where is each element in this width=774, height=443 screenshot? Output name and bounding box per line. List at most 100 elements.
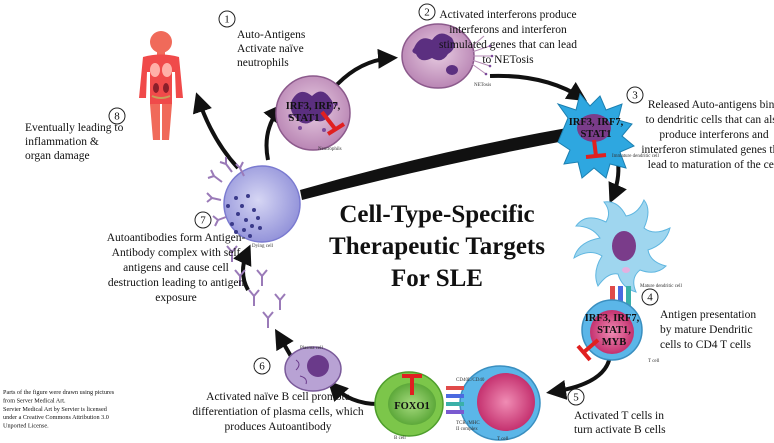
- cd4-t-cell-top: [581, 299, 643, 361]
- tcell-inhibitor-icon: [576, 338, 600, 362]
- credit-line: Servier Medical Art by Servier is licens…: [3, 406, 108, 413]
- step-number: 8: [114, 111, 120, 123]
- step-description-line: to NETosis: [482, 54, 534, 66]
- step-description-line: Antigen presentation: [660, 309, 756, 321]
- dendritic-target-line-2: STAT1: [580, 129, 611, 140]
- arrow-plasma-to-antibodies: [274, 328, 294, 360]
- antigen-dot: [230, 222, 234, 226]
- antigen-dot: [234, 230, 238, 234]
- antigen-dot: [256, 216, 260, 220]
- antigen-dot: [234, 196, 238, 200]
- neutrophil-inhibitor-icon: [320, 110, 346, 136]
- human-body-icon: [139, 31, 183, 140]
- tcell-top-label: T cell: [648, 359, 660, 364]
- step-description-line: Autoantibodies form Antigen-: [107, 232, 246, 244]
- step-description-line: inflammation &: [25, 136, 99, 148]
- step-description-line: produces Autoantibody: [225, 421, 332, 433]
- immature-dc-label: Immature dendritic cell: [612, 154, 660, 159]
- step-description-line: stimulated genes that can lead: [439, 39, 577, 51]
- antigen-dot: [248, 234, 252, 238]
- step-description-line: interferon stimulated genes that: [641, 144, 774, 156]
- tcr-label-2: II complex: [456, 427, 478, 432]
- step-number-badge: [626, 86, 644, 104]
- plasma-label: Plasma cell: [300, 346, 324, 351]
- immature-dendritic-cell: [556, 92, 635, 179]
- dendritic-target-line-1: IRF3, IRF7,: [569, 117, 624, 128]
- antigen-dot: [226, 204, 230, 208]
- step-description-line: interferons and interferon: [449, 24, 567, 36]
- antigen-dot: [250, 224, 254, 228]
- dying-cell-label: Dying cell: [252, 244, 274, 249]
- step-description-line: lead to maturation of the cell: [648, 159, 774, 171]
- antigen-dot: [244, 218, 248, 222]
- tcr-label: TCR /MHC: [456, 421, 480, 426]
- pathway-arrows: [192, 48, 627, 406]
- step-number: 1: [224, 14, 230, 26]
- tcr-cd40-interface: [446, 386, 464, 414]
- step-description-line: Eventually leading to: [25, 122, 124, 134]
- step-number-badge: [194, 211, 212, 229]
- antigen-dot: [242, 228, 246, 232]
- mhc-receptor-complex: [610, 286, 631, 308]
- step-number: 7: [200, 215, 206, 227]
- step-description-line: Activate naïve: [237, 43, 304, 55]
- antigen-dot: [258, 226, 262, 230]
- step-number: 5: [573, 392, 579, 404]
- title-line-2: Therapeutic Targets: [329, 233, 545, 260]
- antigen-dot: [246, 194, 250, 198]
- t-cell-bottom: [459, 365, 541, 441]
- step-description-line: cells to CD4 T cells: [660, 339, 751, 351]
- neutrophil-label: Neutrophils: [318, 147, 342, 152]
- step-description-line: Activated naïve B cell promote: [206, 391, 350, 403]
- tcell-target-line-1: IRF3, IRF7,: [585, 313, 640, 324]
- credit-line: Unported License.: [3, 423, 49, 430]
- step-description-line: antigens and cause cell: [123, 262, 229, 274]
- step-description-line: turn activate B cells: [574, 424, 666, 436]
- step-description-line: produce interferons and: [659, 129, 768, 141]
- step-number: 2: [424, 7, 430, 19]
- step-number: 4: [647, 292, 653, 304]
- step-description-line: organ damage: [25, 150, 90, 162]
- step-description-line: differentiation of plasma cells, which: [192, 406, 364, 418]
- title-line-1: Cell-Type-Specific: [339, 201, 534, 228]
- image-credit: Parts of the figure were drawn using pic…: [3, 389, 115, 430]
- step-description-line: Activated interferons produce: [439, 9, 576, 21]
- arrow-neutrophil-to-netosis: [330, 48, 398, 92]
- tcell-bottom-label: T cell: [497, 437, 509, 442]
- neutrophil-target-line-2: STAT1: [288, 113, 319, 124]
- step-description-line: neutrophils: [237, 57, 289, 69]
- step-description-line: by mature Dendritic: [660, 324, 753, 336]
- step-number-badge: [253, 357, 271, 375]
- mature-dc-label: Mature dendritic cell: [640, 284, 683, 289]
- plasma-cell: [284, 346, 342, 392]
- dendritic-inhibitor-icon: [585, 139, 607, 159]
- arrow-dying-to-organ: [192, 92, 240, 170]
- dying-cell: [206, 157, 301, 243]
- arrow-bcell-to-plasma: [327, 380, 379, 406]
- bcell-inhibitor-icon: [402, 374, 422, 395]
- antigen-dot: [252, 208, 256, 212]
- credit-line: under a Creative Commons Attribution 3.0: [3, 414, 109, 421]
- step-number-badge: [641, 288, 659, 306]
- step-description-line: Auto-Antigens: [237, 29, 306, 41]
- step-number-badge: [567, 388, 585, 406]
- bcell-target: FOXO1: [394, 401, 430, 412]
- step-number: 6: [259, 361, 265, 373]
- bcell-label: B cell: [394, 436, 406, 441]
- step-2: 2 Activated interferons produce interferon…: [418, 3, 577, 66]
- arrow-tcell-to-bcell: [546, 355, 612, 400]
- arrow-netosis-to-dendritic: [489, 73, 588, 102]
- step-description-line: destruction leading to antigen: [108, 277, 245, 289]
- credit-line: from Server Medical Art.: [3, 397, 66, 404]
- step-description-line: Released Auto-antigens bind: [648, 99, 774, 111]
- step-description-line: Activated T cells in: [574, 410, 664, 422]
